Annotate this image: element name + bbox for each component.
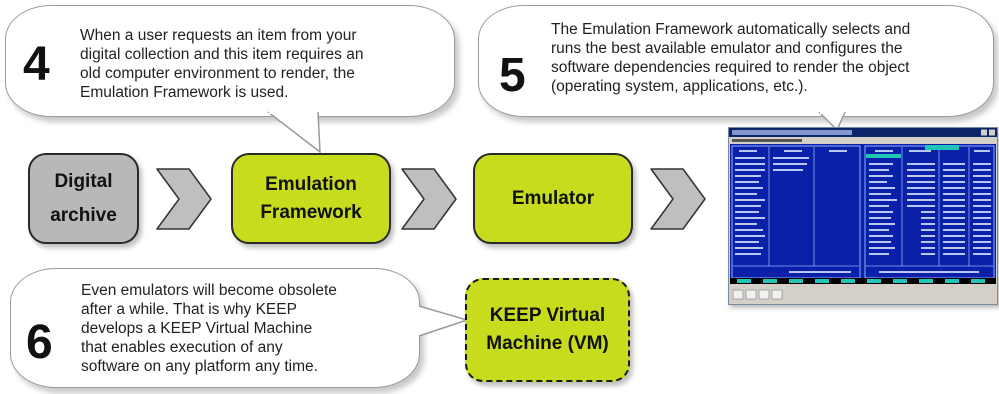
chevron-arrow-icon — [401, 168, 457, 230]
step-6-callout: 6 Even emulators will become obsolete af… — [10, 268, 420, 388]
keep-virtual-machine-box: KEEP Virtual Machine (VM) — [465, 278, 630, 382]
digital-archive-box: Digital archive — [28, 153, 139, 244]
step-5-text: The Emulation Framework automatically se… — [551, 21, 911, 95]
step-5-callout: 5 The Emulation Framework automatically … — [478, 5, 994, 117]
emulation-framework-box: Emulation Framework — [231, 153, 391, 244]
digital-archive-label-line1: Digital — [54, 170, 113, 192]
emulator-label: Emulator — [511, 187, 595, 209]
emulator-screenshot-thumbnail — [728, 127, 998, 305]
step-4-text: When a user requests an item from your d… — [80, 27, 364, 101]
keep-vm-label-line2: Machine (VM) — [486, 333, 609, 354]
emulated-dos-file-manager-image — [729, 128, 997, 304]
emulator-box: Emulator — [473, 153, 633, 244]
digital-archive-label-line2: archive — [50, 204, 117, 226]
chevron-arrow-icon — [156, 168, 212, 230]
chevron-arrow-icon — [650, 168, 706, 230]
keep-vm-label-line1: KEEP Virtual — [489, 305, 606, 326]
step-6-text: Even emulators will become obsolete afte… — [81, 282, 337, 375]
step-5-number: 5 — [499, 49, 526, 102]
step-4-callout: 4 When a user requests an item from your… — [5, 5, 455, 117]
step-4-callout-tail — [267, 110, 321, 154]
step-4-number: 4 — [23, 38, 50, 91]
step-6-number: 6 — [26, 316, 53, 369]
emulation-framework-label-line2: Framework — [260, 201, 362, 223]
emulation-framework-label-line1: Emulation — [265, 173, 357, 195]
